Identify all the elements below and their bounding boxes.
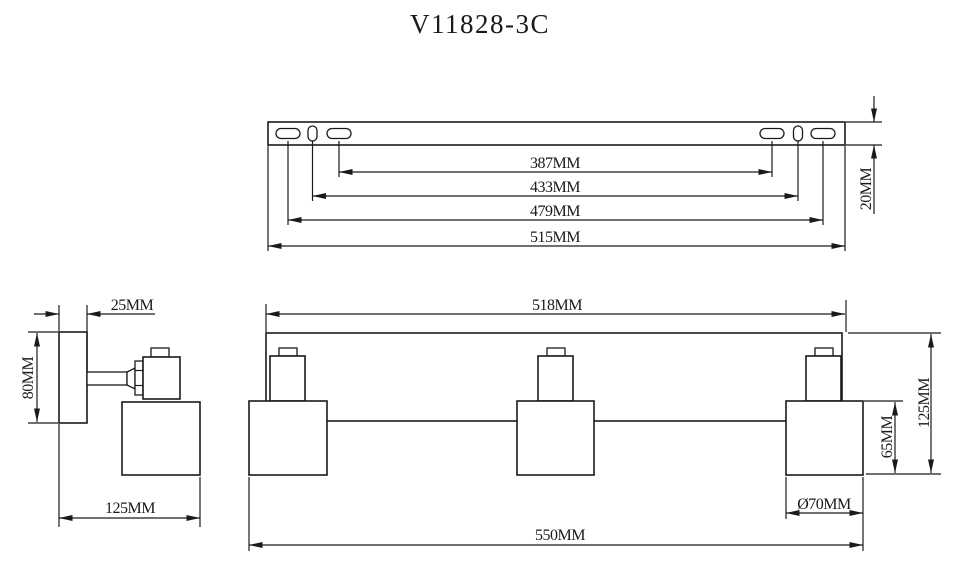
arm-taper <box>126 366 136 391</box>
dim-label: 479MM <box>530 203 580 220</box>
dim-shade-diameter: Ø70MM <box>785 477 863 519</box>
lamp-stem-middle <box>537 355 574 402</box>
dim-label: 65MM <box>879 416 896 459</box>
dim-label: 20MM <box>858 168 875 211</box>
slot-left-inner <box>326 127 352 140</box>
dim-plate-length: 515MM <box>267 146 846 251</box>
lamp-stem-left <box>269 355 306 402</box>
dim-label: Ø70MM <box>797 496 851 513</box>
mounting-plate <box>267 121 846 146</box>
slot-right-outer <box>810 127 836 140</box>
shade-side <box>121 401 201 476</box>
dim-keyhole-span: 433MM <box>311 141 799 201</box>
lamp-knob-middle <box>546 347 566 357</box>
dim-overall-projection: 125MM <box>58 424 201 527</box>
dim-shade-height: 65MM <box>864 400 903 473</box>
slot-right-inner <box>759 127 785 140</box>
dim-plate-depth: 20MM <box>846 96 882 214</box>
keyhole-right <box>792 125 804 142</box>
dim-outer-slot-span: 479MM <box>287 141 824 225</box>
wall-plate <box>58 331 88 424</box>
dim-wall-plate-height: 80MM <box>20 331 58 424</box>
shade-right <box>785 400 864 476</box>
dim-label: 433MM <box>530 179 580 196</box>
lamp-stem-side <box>142 356 181 400</box>
top-view: 387MM 433MM 479MM 515MM 2 <box>267 96 882 251</box>
keyhole-left <box>307 125 318 142</box>
dim-label: 125MM <box>105 500 155 517</box>
side-view: 25MM 80MM 125MM <box>20 297 201 527</box>
lamp-knob-side <box>150 347 170 358</box>
shade-middle <box>516 400 595 476</box>
dim-label: 25MM <box>111 297 154 314</box>
dim-label: 80MM <box>20 357 37 400</box>
arm <box>86 371 128 386</box>
dim-overall-height: 125MM <box>848 332 941 475</box>
lamp-knob-right <box>814 347 834 357</box>
dim-wall-plate-depth: 25MM <box>34 297 155 371</box>
drawing-title: V11828-3C <box>410 9 550 39</box>
dim-label: 515MM <box>530 229 580 246</box>
dim-label: 125MM <box>916 378 933 428</box>
dim-backbar-length: 518MM <box>265 297 847 332</box>
dim-overall-length: 550MM <box>248 477 864 551</box>
front-view: 518MM 125MM 65MM Ø70MM 550MM <box>248 297 941 551</box>
dim-inner-slot-span: 387MM <box>338 141 773 177</box>
dim-label: 550MM <box>535 527 585 544</box>
dim-label: 518MM <box>532 297 582 314</box>
shade-left <box>248 400 328 476</box>
dim-label: 387MM <box>530 155 580 172</box>
swivel-joint <box>134 360 144 396</box>
slot-left-outer <box>275 127 301 140</box>
lamp-knob-left <box>278 347 298 357</box>
lamp-stem-right <box>805 355 842 402</box>
